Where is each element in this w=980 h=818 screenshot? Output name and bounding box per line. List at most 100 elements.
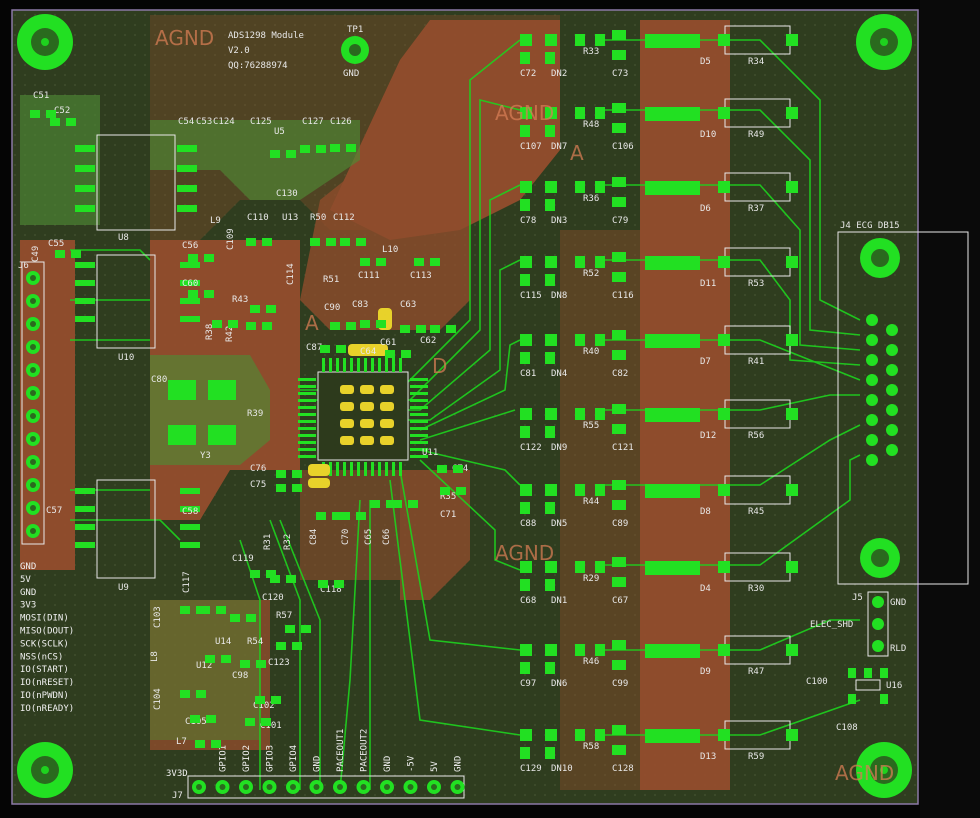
- j6-pin-label: 3V3: [20, 601, 36, 611]
- l8-label: L8: [150, 651, 160, 662]
- channel-cap-right-label: C128: [612, 764, 634, 774]
- ic-u9[interactable]: U9: [75, 479, 200, 593]
- channel-res-big-label: R53: [748, 279, 764, 289]
- channel-cap-left-label: C115: [520, 291, 542, 301]
- u14-label: U14: [215, 637, 231, 647]
- connector-j5[interactable]: J5 GND ELEC_SHD RLD: [810, 591, 906, 657]
- channel-cap-right-label: C89: [612, 519, 628, 529]
- channel-res-big-label: R34: [748, 57, 764, 67]
- c49-label: C49: [31, 246, 41, 262]
- u11-label: U11: [422, 448, 438, 458]
- mounting-hole-top-left[interactable]: [17, 14, 73, 70]
- connector-j6[interactable]: J6: [18, 261, 45, 545]
- j6-pin-label: IO(nREADY): [20, 704, 74, 714]
- connector-j4-db15[interactable]: J4 ECG DB15: [837, 221, 969, 585]
- module-title: ADS1298 Module: [228, 31, 304, 41]
- channel-cap-left-label: C88: [520, 519, 536, 529]
- j6-pin-label-list: GND5VGND3V3MOSI(DIN)MISO(DOUT)SCK(SCLK)N…: [20, 562, 74, 714]
- channel-res-big-label: R59: [748, 752, 764, 762]
- channel-res-big-label: R45: [748, 507, 764, 517]
- testpoint-label: TP1: [347, 25, 363, 35]
- j5-pin-rld: RLD: [890, 644, 906, 654]
- j6-pin-label: IO(START): [20, 665, 69, 675]
- mounting-hole-bottom-left[interactable]: [17, 742, 73, 798]
- channel-res-big-label: R49: [748, 130, 764, 140]
- j6-pin-label: MISO(DOUT): [20, 627, 74, 637]
- ic-u10[interactable]: U10: [75, 254, 200, 363]
- module-contact: QQ:76288974: [228, 61, 288, 71]
- ic-u11-adc[interactable]: U11: [298, 308, 438, 488]
- j5-pin-gnd: GND: [890, 598, 906, 608]
- c124-label: C124: [213, 117, 235, 127]
- r57-label: R57: [276, 611, 292, 621]
- mounting-hole-bottom-right[interactable]: [856, 742, 912, 798]
- c57-label: C57: [46, 506, 62, 516]
- channel-cap-right-label: C121: [612, 443, 634, 453]
- channel-cap-left-label: C129: [520, 764, 542, 774]
- c63-label: C63: [400, 300, 416, 310]
- c127-label: C127: [302, 117, 324, 127]
- c118-label: C118: [320, 585, 342, 595]
- channel-dn-label: DN3: [551, 216, 567, 226]
- channel-res-label: R33: [583, 47, 599, 57]
- crystal-y3[interactable]: Y3: [168, 380, 236, 461]
- c53-label: C53: [196, 117, 212, 127]
- channel-diode-label: D12: [700, 431, 716, 441]
- u5-label: U5: [274, 127, 285, 137]
- channel-diode-label: D5: [700, 57, 711, 67]
- c62-label: C62: [420, 336, 436, 346]
- channel-cap-left-label: C97: [520, 679, 536, 689]
- ic-u16[interactable]: U16 C100 C108: [806, 668, 902, 733]
- channel-cap-right-label: C67: [612, 596, 628, 606]
- c60-label: C60: [182, 279, 198, 289]
- agnd-label-corner: AGND: [835, 761, 894, 785]
- channel-cap-left-label: C68: [520, 596, 536, 606]
- channel-dn-label: DN10: [551, 764, 573, 774]
- channel-res-label: R52: [583, 269, 599, 279]
- j6-pin-label: NSS(nCS): [20, 652, 63, 662]
- channel-diode-label: D9: [700, 667, 711, 677]
- mounting-hole-top-right[interactable]: [856, 14, 912, 70]
- channel-cap-left-label: C78: [520, 216, 536, 226]
- testpoint-tp1[interactable]: TP1 GND: [341, 25, 369, 79]
- u10-label: U10: [118, 353, 134, 363]
- channel-res-label: R48: [583, 120, 599, 130]
- channel-diode-label: D13: [700, 752, 716, 762]
- connector-j7[interactable]: J7: [172, 775, 465, 801]
- ic-u8[interactable]: U8: [75, 134, 197, 243]
- r38-label: R38: [205, 324, 215, 340]
- channel-cap-left-label: C122: [520, 443, 542, 453]
- c87-label: C87: [306, 343, 322, 353]
- u12-label: U12: [196, 661, 212, 671]
- channel-dn-label: DN4: [551, 369, 567, 379]
- c110-label: C110: [247, 213, 269, 223]
- l9-label: L9: [210, 216, 221, 226]
- c90-label: C90: [324, 303, 340, 313]
- c117-label: C117: [182, 571, 192, 593]
- r35-label: R35: [440, 492, 456, 502]
- u16-label: U16: [886, 681, 902, 691]
- j6-pin-label: MOSI(DIN): [20, 614, 69, 624]
- l7-label: L7: [176, 737, 187, 747]
- channel-diode-label: D11: [700, 279, 716, 289]
- module-version: V2.0: [228, 46, 250, 56]
- c75-label: C75: [250, 480, 266, 490]
- c111-label: C111: [358, 271, 380, 281]
- channel-cap-left-label: C107: [520, 142, 542, 152]
- j6-pin-label: IO(nRESET): [20, 678, 74, 688]
- channel-dn-label: DN8: [551, 291, 567, 301]
- channel-diode-label: D10: [700, 130, 716, 140]
- channel-cap-right-label: C79: [612, 216, 628, 226]
